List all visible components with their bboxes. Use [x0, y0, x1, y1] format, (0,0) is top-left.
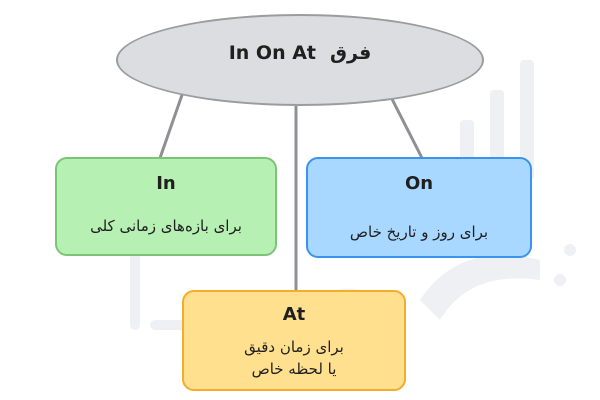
root-node: In On At فرق [116, 14, 484, 106]
node-at-title: At [282, 304, 306, 325]
node-in-description: برای بازه‌های زمانی کلی [90, 217, 242, 235]
node-at-description-line2: یا لحظه خاص [251, 360, 337, 378]
root-label-rtl: فرق [330, 42, 372, 64]
root-node-label: In On At فرق [229, 42, 372, 64]
node-on: On برای روز و تاریخ خاص [306, 157, 532, 258]
node-in: In برای بازه‌های زمانی کلی [55, 157, 277, 256]
node-on-title: On [404, 173, 434, 194]
node-in-title: In [156, 173, 176, 194]
node-on-description: برای روز و تاریخ خاص [349, 223, 489, 241]
connector-root-to-on [390, 98, 424, 159]
node-at: At برای زمان دقیق یا لحظه خاص [182, 290, 406, 391]
root-label-ltr: In On At [228, 42, 317, 64]
node-at-description-line1: برای زمان دقیق [244, 338, 344, 356]
node-at-description: برای زمان دقیق یا لحظه خاص [184, 336, 404, 380]
connector-root-to-in [158, 94, 184, 159]
